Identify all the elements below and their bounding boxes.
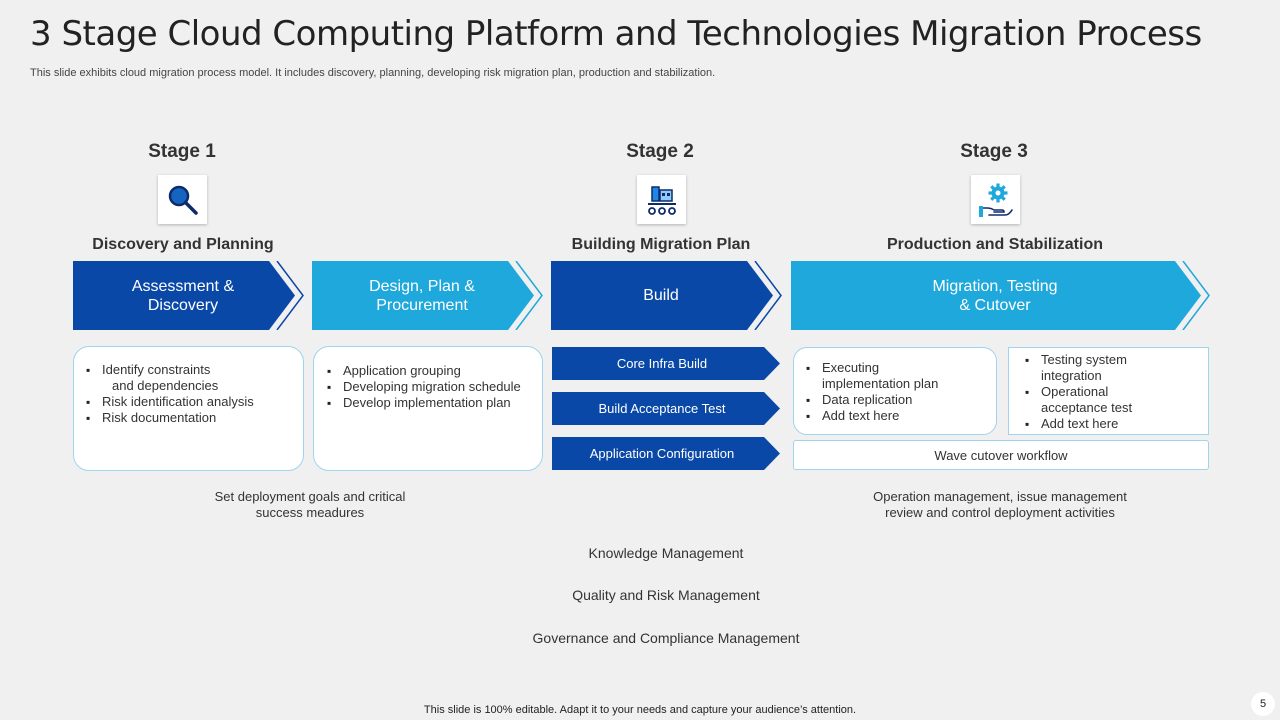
- page-title: 3 Stage Cloud Computing Platform and Tec…: [30, 14, 1202, 54]
- quality-risk-management-label: Quality and Risk Management: [572, 587, 760, 603]
- wave-cutover-label: Wave cutover workflow: [934, 447, 1068, 463]
- list-item: Data replication: [804, 392, 996, 408]
- chevron-migration-testing-cutover: Migration, Testing& Cutover: [791, 261, 1211, 330]
- knowledge-management-label: Knowledge Management: [588, 545, 744, 561]
- migration-execution-box: Executing implementation plan Data repli…: [793, 347, 997, 435]
- note-line: review and control deployment activities: [885, 505, 1115, 520]
- chevron-label-line1: Build: [643, 287, 679, 304]
- magnifier-icon: [158, 175, 207, 224]
- page-number: 5: [1251, 692, 1275, 716]
- phase-building-migration-plan: Building Migration Plan: [571, 236, 751, 253]
- build-step-label: Application Configuration: [589, 446, 735, 461]
- chevron-label-line2: Discovery: [147, 296, 219, 314]
- chevron-label-line1: Design, Plan &: [369, 277, 475, 295]
- note-line: Set deployment goals and critical: [214, 489, 406, 504]
- build-step-label: Core Infra Build: [616, 356, 708, 371]
- list-item: and dependencies: [112, 378, 219, 393]
- list-item: Identify constraints: [84, 362, 303, 378]
- build-step-app-config: Application Configuration: [552, 437, 780, 470]
- migration-testing-box: Testing system integration Operational a…: [1008, 347, 1209, 435]
- note-line: success meadures: [255, 505, 365, 520]
- stage-1-label: Stage 1: [148, 141, 216, 162]
- wave-cutover-box: Wave cutover workflow: [793, 440, 1209, 470]
- list-item: Executing: [804, 360, 996, 376]
- gear-hand-icon: [971, 175, 1020, 224]
- build-step-core-infra: Core Infra Build: [552, 347, 780, 380]
- build-machine-icon: [637, 175, 686, 224]
- chevron-assessment-discovery: Assessment &Discovery: [73, 261, 305, 330]
- list-item: Operational: [1023, 384, 1208, 400]
- list-item: Risk documentation: [84, 410, 303, 426]
- note-operation-management: Operation management, issue management r…: [840, 489, 1160, 521]
- chevron-label-line2: Procurement: [376, 296, 468, 314]
- stage-2-label: Stage 2: [626, 141, 694, 162]
- phase-discovery-planning: Discovery and Planning: [92, 236, 274, 253]
- chevron-label-line2: & Cutover: [959, 296, 1031, 314]
- chevron-build: Build: [551, 261, 783, 330]
- list-item: Testing system: [1023, 352, 1208, 368]
- list-item: implementation plan: [822, 376, 939, 391]
- footer-text: This slide is 100% editable. Adapt it to…: [423, 704, 857, 716]
- build-step-label: Build Acceptance Test: [598, 401, 726, 416]
- governance-compliance-label: Governance and Compliance Management: [532, 630, 800, 646]
- design-details-box: Application grouping Developing migratio…: [313, 346, 543, 471]
- list-item: Risk identification analysis: [84, 394, 303, 410]
- chevron-label-line1: Assessment &: [131, 277, 235, 295]
- stage-3-label: Stage 3: [960, 141, 1028, 162]
- list-item: integration: [1041, 368, 1102, 383]
- assessment-details-box: Identify constraints and dependencies Ri…: [73, 346, 304, 471]
- list-item: Add text here: [804, 408, 996, 424]
- chevron-label-line1: Migration, Testing: [932, 277, 1058, 295]
- list-item: Application grouping: [325, 363, 542, 379]
- list-item: Add text here: [1023, 416, 1208, 432]
- phase-production-stabilization: Production and Stabilization: [887, 236, 1103, 253]
- note-deployment-goals: Set deployment goals and critical succes…: [180, 489, 440, 521]
- note-line: Operation management, issue management: [873, 489, 1127, 504]
- list-item: Developing migration schedule: [325, 379, 542, 395]
- list-item: Develop implementation plan: [325, 395, 542, 411]
- page-subtitle: This slide exhibits cloud migration proc…: [30, 67, 716, 79]
- list-item: acceptance test: [1041, 400, 1133, 415]
- chevron-design-plan-procurement: Design, Plan &Procurement: [312, 261, 544, 330]
- build-step-acceptance-test: Build Acceptance Test: [552, 392, 780, 425]
